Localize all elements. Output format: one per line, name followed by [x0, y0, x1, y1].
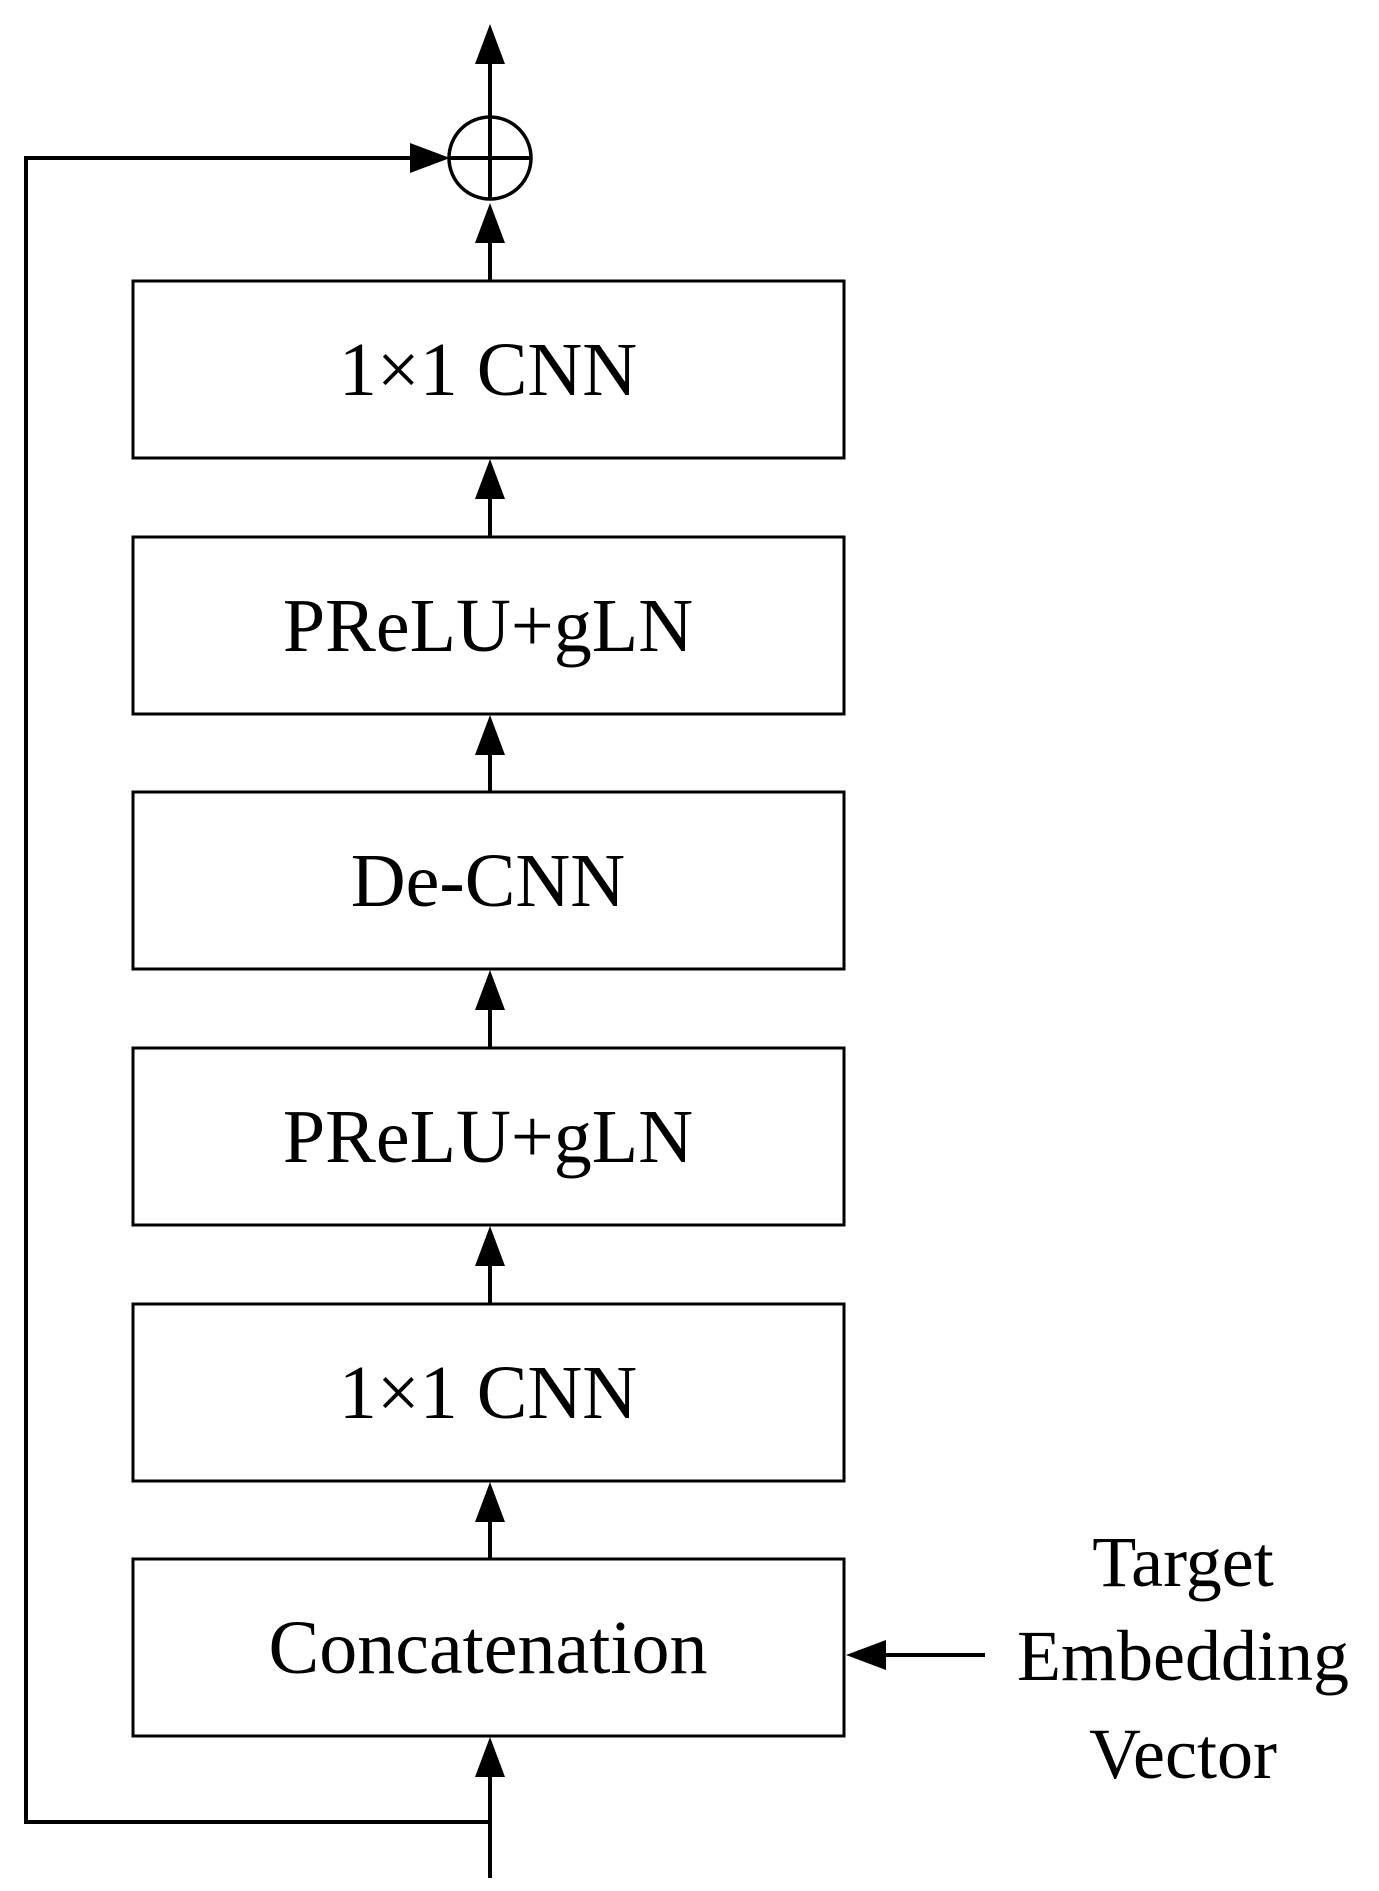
target-embedding-vector-label: Target Embedding Vector: [1017, 1522, 1349, 1794]
residual-connection: [24, 143, 490, 1824]
plus-circle-icon: [447, 115, 533, 201]
side-input-arrow: [846, 1640, 985, 1670]
block-de-cnn: De-CNN: [131, 790, 846, 971]
arrow-up-icon: [475, 459, 505, 499]
arrow-left-icon: [846, 1640, 886, 1670]
vertical-connectors: [475, 24, 505, 1878]
block-cnn-1x1-bottom: 1×1 CNN: [131, 1302, 846, 1483]
arrow-up-icon: [475, 970, 505, 1010]
side-label-line-2: Embedding: [1017, 1616, 1349, 1696]
side-label-line-1: Target: [1092, 1522, 1274, 1602]
block-label: PReLU+gLN: [283, 584, 693, 668]
block-concatenation: Concatenation: [131, 1557, 846, 1738]
block-label: Concatenation: [269, 1606, 708, 1690]
arrow-right-icon: [410, 143, 450, 173]
block-label: De-CNN: [351, 839, 625, 923]
arrow-up-icon: [475, 1482, 505, 1522]
arrow-up-icon: [475, 1737, 505, 1777]
block-prelu-gln-upper: PReLU+gLN: [131, 535, 846, 716]
block-label: 1×1 CNN: [339, 328, 637, 412]
arrow-up-icon: [475, 203, 505, 243]
block-prelu-gln-lower: PReLU+gLN: [131, 1046, 846, 1227]
block-cnn-1x1-top: 1×1 CNN: [131, 279, 846, 460]
arrow-up-icon: [475, 715, 505, 755]
side-label-line-3: Vector: [1089, 1714, 1277, 1794]
arrow-up-icon: [475, 1226, 505, 1266]
block-label: 1×1 CNN: [339, 1351, 637, 1435]
arrow-up-icon: [475, 24, 505, 64]
block-label: PReLU+gLN: [283, 1095, 693, 1179]
